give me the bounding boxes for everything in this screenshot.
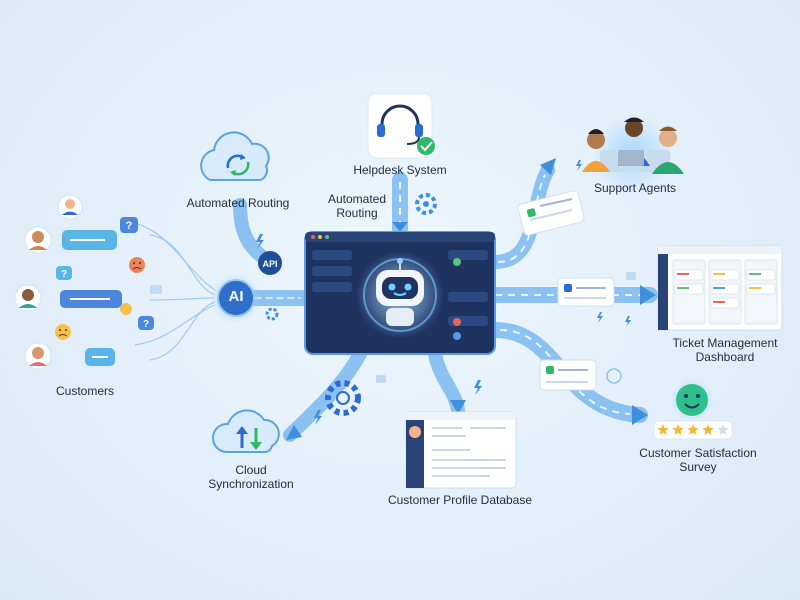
customer-avatar [57,194,83,220]
arrowhead-dashboard [640,285,656,305]
arrowhead-agents [540,158,556,175]
customer-connector-lines [129,221,216,361]
arrowhead-cloud [286,425,302,440]
support-agents-illustration [582,115,684,195]
ai-badge [210,272,262,324]
agent-avatar [582,129,610,172]
chatbot-hub [304,231,496,355]
gear-icon [325,380,361,416]
rating-star [672,424,684,435]
chat-icon [626,272,636,280]
survey-illustration [653,378,733,440]
arrowhead-helpdesk [392,222,408,232]
chat-icon [376,375,386,383]
api-badge [258,251,282,275]
agent-avatar [652,126,684,174]
profile-database-screen [405,411,517,489]
profile-database-label: Customer Profile Database [387,493,533,507]
headset-icon [377,104,423,145]
rating-star [687,424,699,435]
mini-ticket-card [557,277,615,307]
arrowhead-profile [450,400,466,414]
rating-star [702,424,714,435]
ai-badge-label: AI [228,288,244,305]
helpdesk-label: Helpdesk System [353,163,447,177]
rating-star [657,424,669,435]
arrowhead-survey [632,405,648,425]
question-icon: ? [56,266,72,280]
svg-text:?: ? [126,220,133,232]
robot-icon [356,251,444,339]
angry-emoji-icon [129,257,145,273]
check-icon [417,137,435,155]
support-agents-label: Support Agents [593,181,677,195]
helpdesk-card [367,93,435,159]
rating-star [717,424,729,435]
smiley-icon [676,384,708,416]
flow-hub-to-cloud [283,347,367,442]
cloud-sync-label: Cloud Synchronization [208,463,294,491]
lightning-icons [256,160,631,425]
rating-stars [657,424,729,435]
svg-text:?: ? [143,319,149,330]
question-icon: ? [138,316,154,330]
survey-label: Customer Satisfaction Survey [639,446,757,474]
mini-ticket-card [517,190,585,236]
emoji-icon [120,303,132,315]
gear-icon [265,307,279,321]
smiley-small-icon [606,368,622,384]
customers-label: Customers [55,384,114,398]
ticket-dashboard-screen [657,245,783,331]
cloud-arrows-icon [200,131,270,181]
customer-avatar [14,284,42,312]
svg-text:?: ? [61,269,67,280]
chat-icon [150,285,162,294]
ticket-dashboard-label: Ticket Management Dashboard [672,336,778,364]
automated-routing-top-label: Automated Routing [186,196,290,210]
api-badge-label: API [262,259,278,269]
mini-ticket-card [539,359,597,391]
sad-emoji-icon [55,324,71,340]
automated-routing-center-label: Automated Routing [327,192,387,220]
question-icon: ? [120,217,138,233]
customers-group: ? ? ? [14,194,154,370]
customer-avatar [24,342,52,370]
cloud-sync-icon [211,409,280,453]
gear-icon [415,193,437,215]
customer-avatar [24,226,52,254]
